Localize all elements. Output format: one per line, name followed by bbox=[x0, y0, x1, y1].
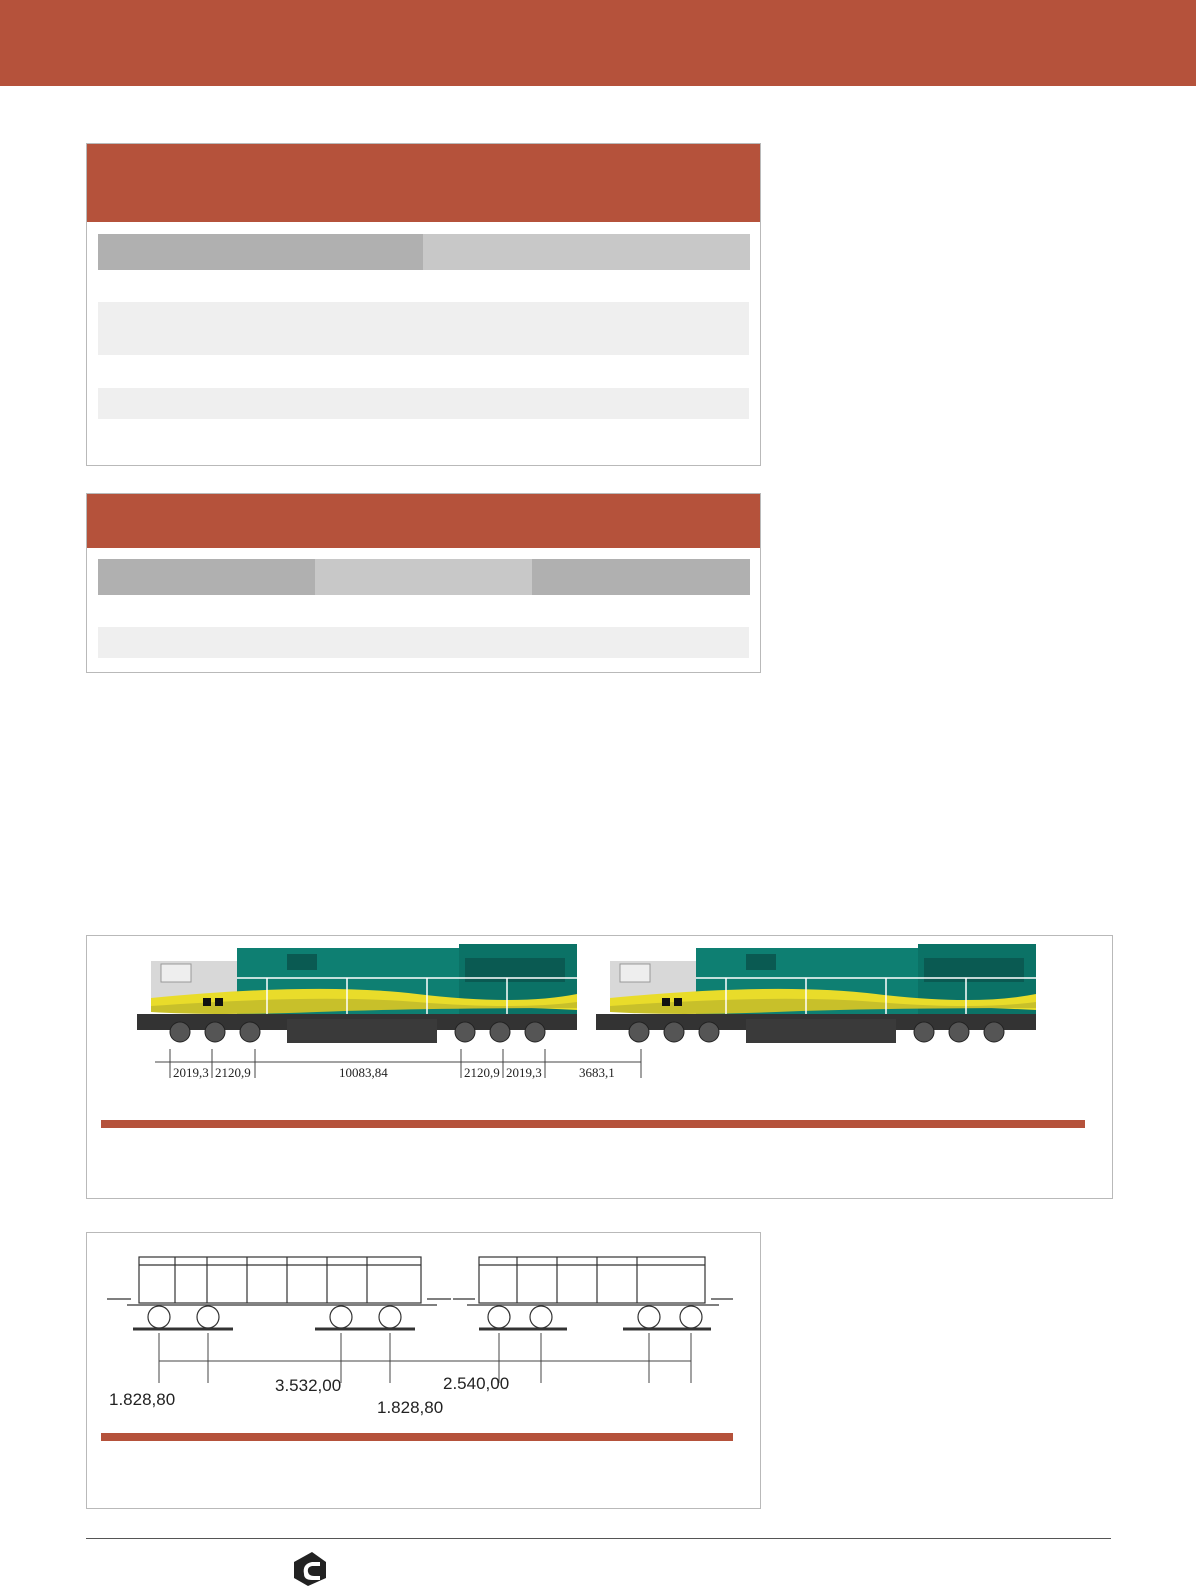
table-1-header-cell-2 bbox=[423, 234, 750, 270]
loco-dim-4: 2120,9 bbox=[464, 1065, 500, 1080]
figure-wagon: 1.828,80 3.532,00 1.828,80 2.540,00 bbox=[86, 1232, 761, 1509]
table-1-header-cell-1 bbox=[98, 234, 423, 270]
loco-dim-2: 2120,9 bbox=[215, 1065, 251, 1080]
table-2 bbox=[86, 493, 761, 673]
wagon-b bbox=[453, 1256, 733, 1331]
wagon-dim-3: 1.828,80 bbox=[377, 1398, 443, 1417]
publisher-logo-icon bbox=[290, 1548, 330, 1588]
figure-locomotive-caption-rule bbox=[101, 1120, 1085, 1128]
loco-dim-1: 2019,3 bbox=[173, 1065, 209, 1080]
wagon-dim-1: 1.828,80 bbox=[109, 1390, 175, 1409]
locomotive-a bbox=[137, 944, 577, 1043]
footer-rule bbox=[86, 1538, 1111, 1539]
wagon-dim-2: 3.532,00 bbox=[275, 1376, 341, 1395]
loco-dim-5: 2019,3 bbox=[506, 1065, 542, 1080]
table-2-header-cell-3 bbox=[532, 559, 750, 595]
loco-dim-6: 3683,1 bbox=[579, 1065, 615, 1080]
loco-dim-3: 10083,84 bbox=[339, 1065, 388, 1080]
table-2-header-cell-1 bbox=[98, 559, 315, 595]
figure-locomotive: 2019,3 2120,9 10083,84 2120,9 2019,3 368… bbox=[86, 935, 1113, 1199]
table-2-title-bar bbox=[87, 494, 760, 548]
table-2-row-band bbox=[98, 627, 749, 658]
table-1-row-band bbox=[98, 388, 749, 419]
table-1-title-bar bbox=[87, 144, 760, 222]
wagon-a bbox=[107, 1256, 451, 1331]
wagon-dim-4: 2.540,00 bbox=[443, 1374, 509, 1393]
wagon-dimension-line bbox=[158, 1333, 692, 1383]
table-1 bbox=[86, 143, 761, 466]
table-1-row-band bbox=[98, 302, 749, 355]
locomotive-b bbox=[596, 944, 1036, 1043]
locomotive-drawing: 2019,3 2120,9 10083,84 2120,9 2019,3 368… bbox=[137, 944, 1036, 1080]
figure-wagon-caption-rule bbox=[101, 1433, 733, 1441]
locomotive-dimension-line bbox=[155, 1049, 642, 1078]
top-banner bbox=[0, 0, 1196, 86]
table-2-header-cell-2 bbox=[315, 559, 532, 595]
wagon-drawing: 1.828,80 3.532,00 1.828,80 2.540,00 bbox=[107, 1256, 733, 1417]
